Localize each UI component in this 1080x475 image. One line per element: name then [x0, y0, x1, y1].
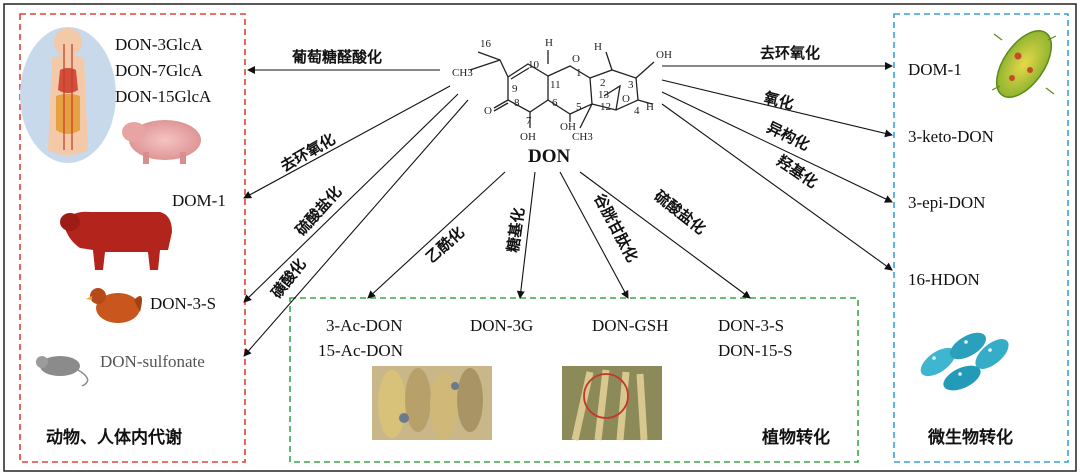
arrow-plant-sulfation — [579, 171, 751, 299]
don-molecule: 16 CH3 10 O 1 H OH 2 3 9 11 12 13 O 8 6 … — [452, 37, 672, 143]
arrow-acetylation — [367, 171, 506, 299]
product-don-3g: DON-3G — [470, 316, 533, 335]
atom-13: 13 — [598, 89, 610, 101]
atom-ch3: CH3 — [452, 67, 473, 79]
bacterium-image — [991, 30, 1057, 98]
atom-1: 1 — [576, 67, 582, 79]
atom-ch3-14: CH3 — [572, 131, 593, 143]
atom-6: 6 — [552, 97, 558, 109]
atom-8: 8 — [514, 97, 520, 109]
reaction-hydroxylation: 羟基化 — [773, 152, 820, 192]
product-don-gsh: DON-GSH — [592, 316, 669, 335]
atom-3: 3 — [628, 79, 634, 91]
arrow-sulfonation — [243, 99, 469, 357]
cow-image — [60, 211, 172, 270]
atom-oh-7: OH — [520, 131, 536, 143]
atom-oh-15: OH — [560, 121, 576, 133]
mouse-image — [36, 356, 89, 387]
reaction-animal-deepoxidation: 去环氧化 — [277, 130, 338, 176]
product-3-epi-don: 3-epi-DON — [908, 193, 985, 212]
microbe-panel — [893, 13, 1069, 463]
atom-10: 10 — [528, 59, 540, 71]
animal-panel-title: 动物、人体内代谢 — [46, 427, 182, 448]
reaction-isomerization: 异构化 — [764, 118, 812, 154]
atom-h-2: H — [594, 41, 602, 53]
outer-frame — [3, 3, 1077, 472]
reaction-microbe-deepoxidation: 去环氧化 — [760, 44, 820, 62]
arrow-glutathionylation — [559, 171, 629, 299]
atom-4: 4 — [634, 105, 640, 117]
reaction-glycosylation: 糖基化 — [504, 206, 528, 253]
animal-panel — [19, 13, 246, 463]
atom-h-4: H — [646, 101, 654, 113]
product-don-15-s: DON-15-S — [718, 341, 793, 360]
atom-2: 2 — [600, 77, 606, 89]
pig-image — [122, 120, 201, 164]
microbes-cluster-image — [920, 332, 1009, 391]
product-don-7glca: DON-7GlcA — [115, 61, 204, 80]
atom-16: 16 — [480, 38, 492, 50]
chicken-image — [86, 288, 142, 323]
atom-12: 12 — [600, 101, 611, 113]
product-don-3-s-plant: DON-3-S — [718, 316, 784, 335]
product-15-ac-don: 15-Ac-DON — [318, 341, 403, 360]
atom-oh-3: OH — [656, 49, 672, 61]
product-don-15glca: DON-15GlcA — [115, 87, 212, 106]
arrow-hydroxylation — [661, 103, 893, 271]
human-body-image — [20, 27, 116, 163]
arrow-animal-sulfation — [243, 93, 459, 303]
atom-9: 9 — [512, 83, 518, 95]
product-don-3glca: DON-3GlcA — [115, 35, 204, 54]
product-dom-1-animal: DOM-1 — [172, 191, 226, 210]
don-label: DON — [528, 146, 571, 167]
reaction-glutathionylation: 谷胱甘肽化 — [590, 190, 641, 265]
reaction-sulfonation: 磺酸化 — [268, 255, 310, 302]
atom-o-keto: O — [484, 105, 492, 117]
wheat-image — [562, 366, 662, 441]
plant-panel-title: 植物转化 — [762, 427, 830, 448]
product-don-3-s-animal: DON-3-S — [150, 294, 216, 313]
reaction-glucuronidation: 葡萄糖醛酸化 — [291, 48, 382, 66]
arrow-oxidation — [661, 79, 893, 138]
product-3-ac-don: 3-Ac-DON — [326, 316, 402, 335]
atom-o-epoxide: O — [622, 93, 630, 105]
product-dom-1-microbe: DOM-1 — [908, 60, 962, 79]
atom-h-top: H — [545, 37, 553, 49]
reaction-oxidation: 氧化 — [761, 88, 795, 113]
corn-image — [372, 366, 492, 440]
atom-11: 11 — [550, 79, 561, 91]
arrow-glycosylation — [516, 171, 536, 299]
product-3-keto-don: 3-keto-DON — [908, 127, 994, 146]
atom-7: 7 — [526, 115, 532, 127]
product-16-hdon: 16-HDON — [908, 270, 980, 289]
atom-o-ring: O — [572, 53, 580, 65]
reaction-acetylation: 乙酰化 — [422, 223, 467, 266]
plant-panel — [289, 297, 859, 463]
microbe-panel-title: 微生物转化 — [927, 427, 1013, 448]
product-don-sulfonate: DON-sulfonate — [100, 352, 205, 371]
atom-5: 5 — [576, 101, 582, 113]
arrow-isomerization — [661, 91, 893, 203]
arrow-animal-deepoxidation — [243, 85, 451, 199]
